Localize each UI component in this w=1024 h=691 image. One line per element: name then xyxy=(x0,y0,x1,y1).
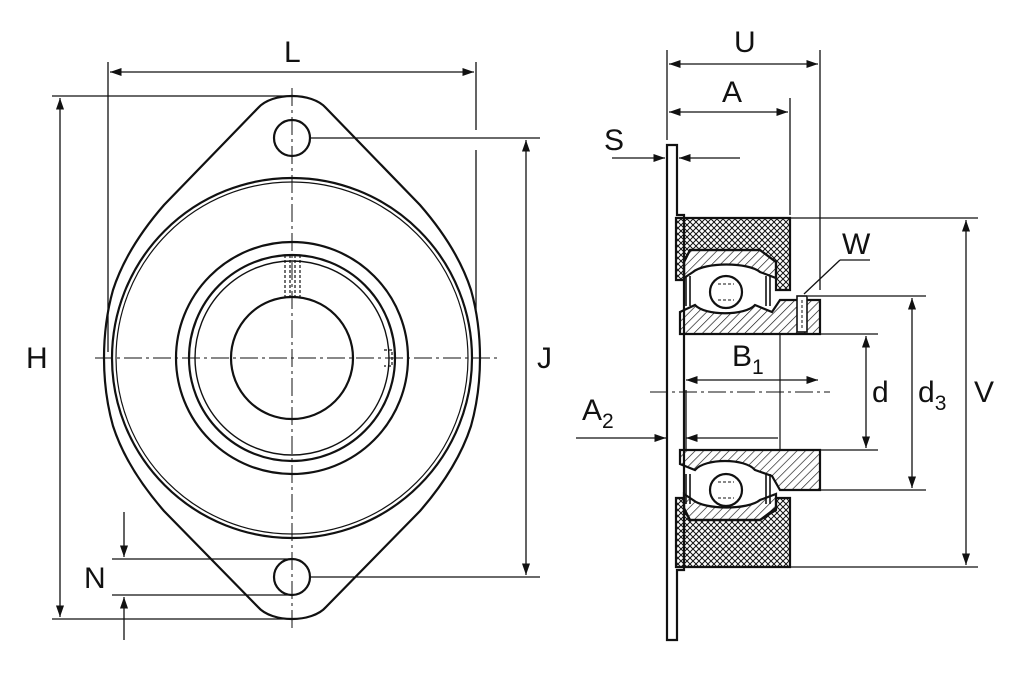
side-view xyxy=(650,143,830,642)
label-d: d xyxy=(872,376,889,409)
front-centerlines xyxy=(95,88,498,630)
label-L: L xyxy=(284,36,301,69)
seals xyxy=(685,276,771,504)
label-A: A xyxy=(722,76,742,109)
side-dimensions xyxy=(576,50,978,568)
grease-nipple-mark xyxy=(284,255,301,300)
label-W: W xyxy=(842,228,871,261)
flange-outline xyxy=(102,94,482,621)
outer-race-bottom xyxy=(682,491,778,522)
label-A2: A2 xyxy=(582,394,614,433)
ball-bottom xyxy=(708,472,744,508)
set-screw xyxy=(796,295,808,333)
front-dimensions xyxy=(52,62,540,640)
label-N: N xyxy=(84,562,106,595)
label-U: U xyxy=(734,26,756,59)
label-S: S xyxy=(604,124,624,157)
label-B1: B1 xyxy=(732,340,764,379)
label-V: V xyxy=(974,376,994,409)
label-H: H xyxy=(26,342,48,375)
ball-top xyxy=(708,274,744,310)
dimension-labels: L H J N U A S W B1 A2 d d3 V xyxy=(26,26,994,595)
inner-ring-bottom xyxy=(678,448,822,492)
inner-ring-top xyxy=(678,298,822,336)
label-d3: d3 xyxy=(918,376,946,415)
label-J: J xyxy=(537,342,552,375)
outer-race-top xyxy=(682,248,778,281)
front-view xyxy=(95,88,498,630)
